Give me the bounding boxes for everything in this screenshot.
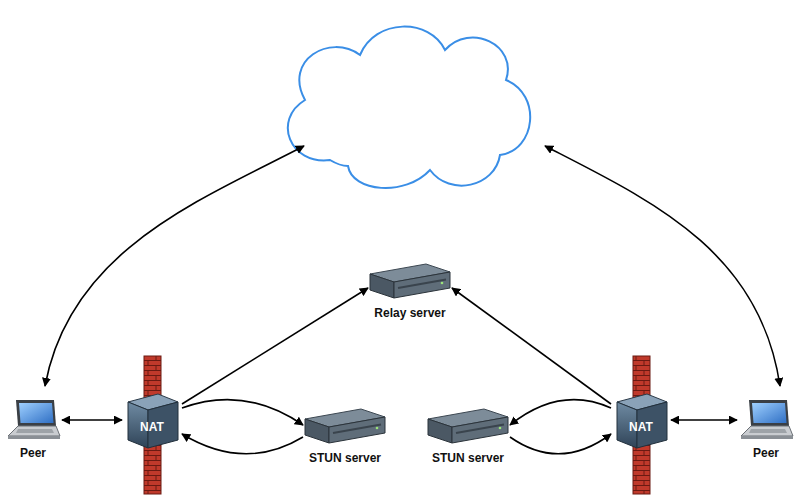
laptop-icon <box>737 398 795 442</box>
node-label: Peer <box>753 446 779 460</box>
node-label: NAT <box>629 420 653 434</box>
node-label: Peer <box>20 446 46 460</box>
cloud <box>288 27 530 188</box>
node-label: Relay server <box>374 306 445 320</box>
node-label: NAT <box>140 420 164 434</box>
connector-arrow <box>510 400 611 425</box>
laptop-icon <box>4 398 62 442</box>
node-label: STUN server <box>432 451 504 465</box>
node-label: STUN server <box>309 451 381 465</box>
server-icon <box>368 258 452 302</box>
connector-arrow <box>671 419 737 421</box>
server-device: Relay server <box>368 258 452 320</box>
server-icon <box>303 403 387 447</box>
server-device: STUN server <box>303 403 387 465</box>
server-device: STUN server <box>426 403 510 465</box>
cloud-link <box>545 146 780 386</box>
nat-device: NAT <box>611 392 671 450</box>
connector-arrow <box>182 400 303 425</box>
nat-device: NAT <box>122 392 182 450</box>
connector-arrow <box>182 288 368 404</box>
cloud-link <box>45 146 304 386</box>
connector-arrow <box>62 419 122 421</box>
connector-arrow <box>452 288 611 404</box>
peer-device: Peer <box>737 398 795 460</box>
connector-arrow <box>510 434 611 454</box>
server-icon <box>426 403 510 447</box>
connector-arrow <box>182 434 303 454</box>
peer-device: Peer <box>4 398 62 460</box>
